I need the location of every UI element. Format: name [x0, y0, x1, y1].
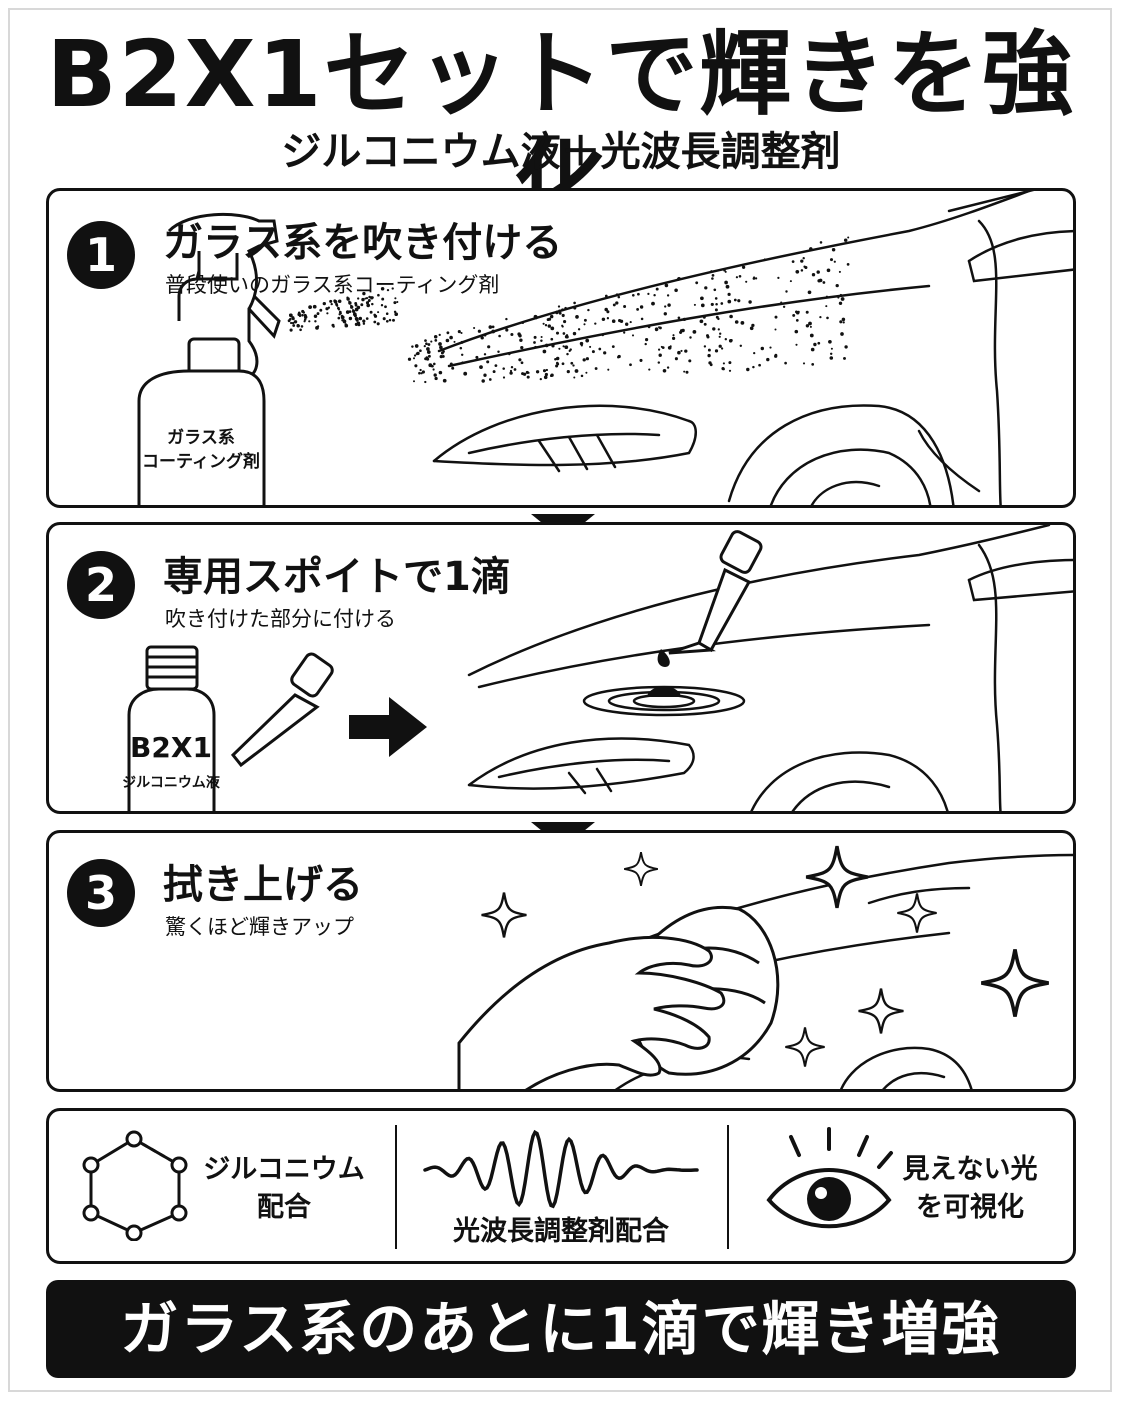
step-3-subtitle: 驚くほど輝きアップ — [165, 915, 354, 939]
step-2-illustration: B2X1 ジルコニウム液 — [122, 525, 1073, 811]
step-1-number: 1 — [67, 221, 135, 289]
step-1-illustration: ガラス系 コーティング剤 — [137, 191, 1073, 505]
step-1-subtitle: 普段使いのガラス系コーティング剤 — [165, 273, 500, 297]
sparkle-icons — [481, 845, 1049, 1067]
spray-mist — [287, 236, 850, 384]
b2x1-bottle-label-1: B2X1 — [130, 731, 212, 764]
step-2-title: 専用スポイトで1滴 — [163, 554, 511, 600]
wave-icon — [423, 1129, 699, 1209]
page-frame — [8, 8, 1112, 1392]
loose-dropper-icon — [230, 652, 334, 768]
feature-divider — [395, 1125, 397, 1249]
spray-bottle-icon — [137, 213, 281, 505]
right-arrow-icon — [349, 697, 427, 757]
step-1-panel: ガラス系 コーティング剤 1 ガラス系を吹き付ける 普段使いのガラス系コーティン… — [46, 188, 1076, 508]
feature-zirconium-line2: 配合 — [257, 1192, 311, 1223]
dropper-icon — [668, 530, 763, 655]
feature-zirconium-line1: ジルコニウム — [203, 1154, 365, 1185]
step-2-subtitle: 吹き付けた部分に付ける — [165, 607, 396, 631]
feature-invisible-light-line2: を可視化 — [916, 1192, 1024, 1223]
page-subtitle: ジルコニウム液＋光波長調整剤 — [281, 129, 841, 175]
step-3-title: 拭き上げる — [163, 862, 363, 908]
features-panel: ジルコニウム 配合 光波長調整剤配合 見えない光 を可視化 — [46, 1108, 1076, 1264]
spray-bottle-label-2: コーティング剤 — [142, 451, 260, 472]
hand-icon — [457, 935, 726, 1089]
b2x1-bottle-icon — [127, 645, 216, 811]
step-1-title: ガラス系を吹き付ける — [163, 220, 563, 266]
spray-bottle-label-1: ガラス系 — [167, 428, 235, 448]
droplet-icon — [647, 686, 681, 697]
step-3-panel: 3 拭き上げる 驚くほど輝きアップ — [46, 830, 1076, 1092]
bottom-banner: ガラス系のあとに1滴で輝き増強 — [46, 1280, 1076, 1378]
feature-divider — [727, 1125, 729, 1249]
step-2-number: 2 — [67, 551, 135, 619]
molecule-icon — [82, 1130, 188, 1241]
step-3-number: 3 — [67, 859, 135, 927]
step-3-illustration — [457, 845, 1073, 1089]
step-2-panel: B2X1 ジルコニウム液 2 専用スポイトで1滴 吹き付けた部分に付ける — [46, 522, 1076, 814]
eye-icon — [766, 1127, 893, 1229]
feature-wavelength-label: 光波長調整剤配合 — [453, 1216, 669, 1247]
b2x1-bottle-label-2: ジルコニウム液 — [122, 774, 221, 791]
falling-drop-icon — [657, 649, 670, 667]
feature-invisible-light-line1: 見えない光 — [902, 1154, 1038, 1185]
